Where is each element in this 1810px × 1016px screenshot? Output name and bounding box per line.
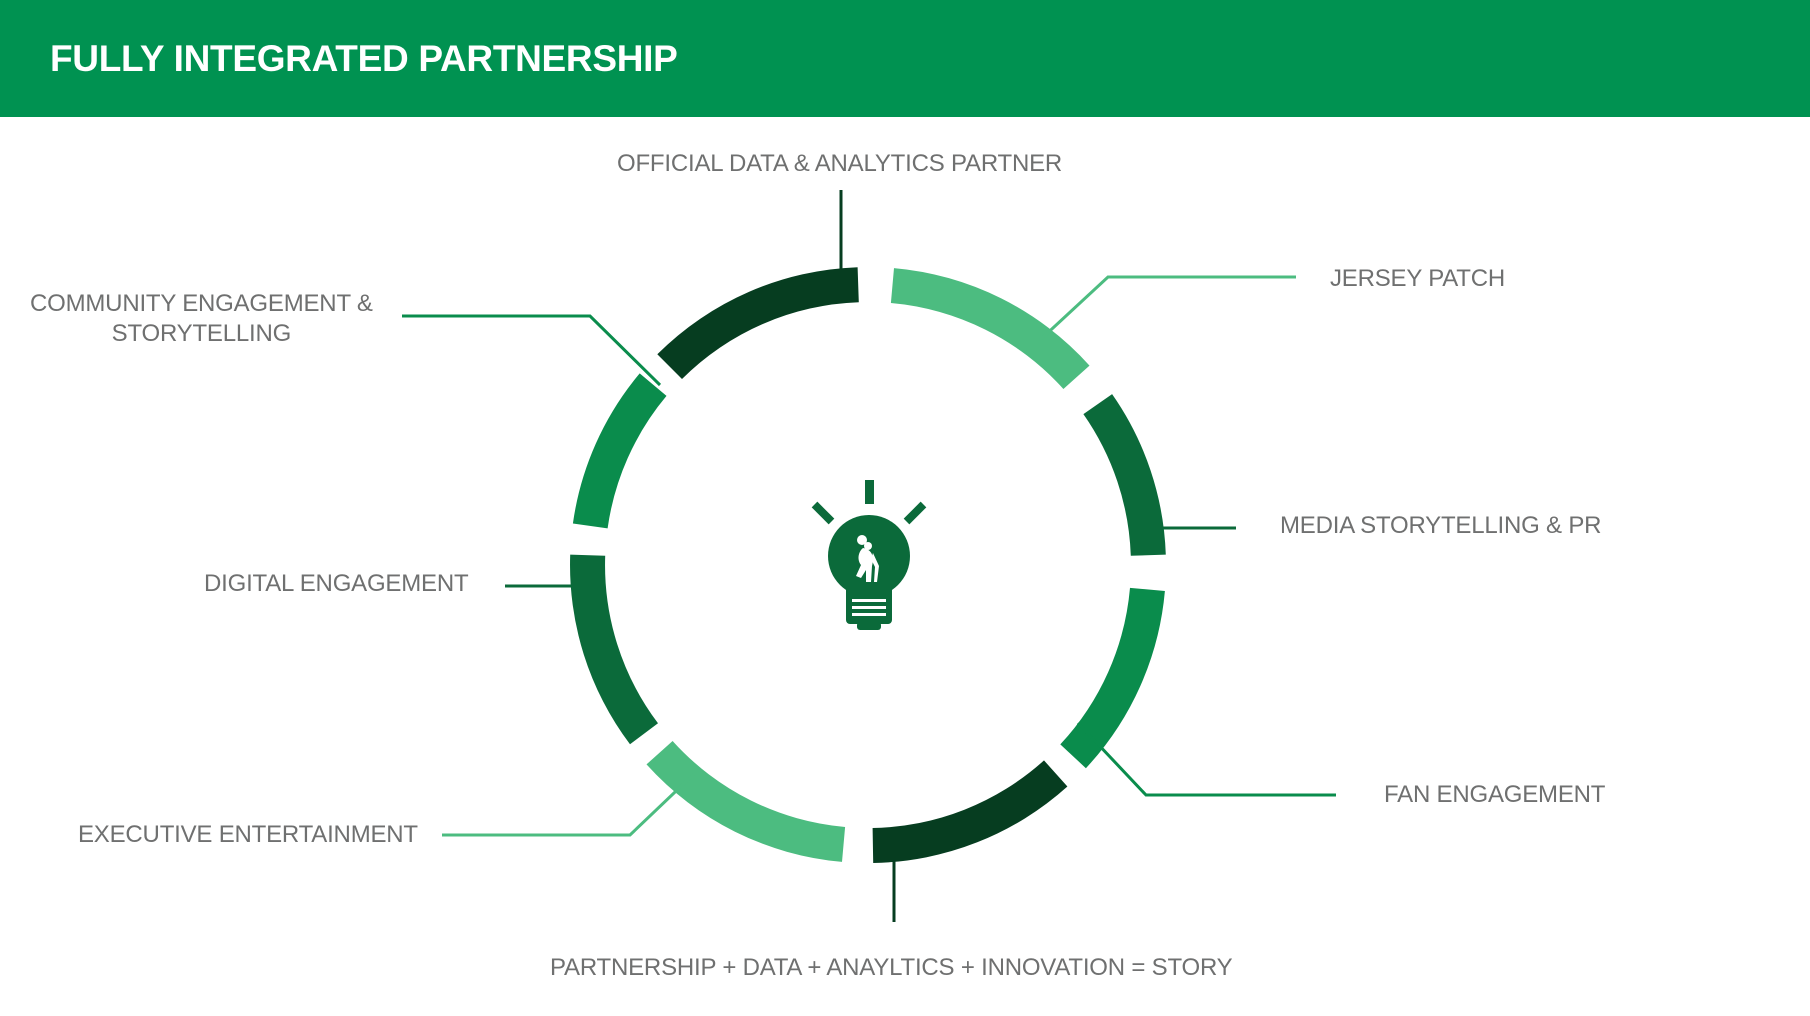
ring-segment-community xyxy=(572,373,667,529)
connector-community xyxy=(402,314,662,387)
ring-segment-story xyxy=(872,760,1068,863)
page-title: FULLY INTEGRATED PARTNERSHIP xyxy=(50,38,678,79)
connector-executive xyxy=(442,771,697,837)
bulb-ray-left xyxy=(811,501,835,525)
ring-segment-fan-engagement xyxy=(1060,587,1165,769)
label-official-data-analytics: OFFICIAL DATA & ANALYTICS PARTNER xyxy=(617,150,1063,177)
bulb-tip xyxy=(857,622,881,630)
ring-segment-digital xyxy=(570,554,658,745)
label-media-storytelling: MEDIA STORYTELLING & PR xyxy=(1280,512,1602,539)
label-jersey-patch: JERSEY PATCH xyxy=(1330,265,1505,292)
ring-segment-executive xyxy=(646,741,846,862)
bulb-ray-top xyxy=(865,480,874,504)
bulb-base-line-2 xyxy=(852,606,886,609)
bulb-base-line-3 xyxy=(852,613,886,616)
label-community-line-2: STORYTELLING xyxy=(111,320,292,347)
ring-segment-jersey-patch xyxy=(890,268,1090,389)
ring-segment-official-data xyxy=(657,267,859,379)
label-executive-entertainment: EXECUTIVE ENTERTAINMENT xyxy=(78,821,418,848)
bulb-ray-right xyxy=(903,501,927,525)
label-digital-engagement: DIGITAL ENGAGEMENT xyxy=(204,570,469,597)
bulb-base-line-1 xyxy=(852,599,886,602)
footer-equation: PARTNERSHIP + DATA + ANAYLTICS + INNOVAT… xyxy=(550,954,1233,981)
header-bar: FULLY INTEGRATED PARTNERSHIP xyxy=(0,0,1810,117)
connector-jersey-patch xyxy=(1038,275,1296,342)
label-community-line-1: COMMUNITY ENGAGEMENT & xyxy=(30,290,373,317)
connector-fan-engagement xyxy=(1076,721,1336,797)
lightbulb-with-player-icon xyxy=(811,480,927,630)
ring-segment-media xyxy=(1083,394,1166,556)
player-silhouette-icon xyxy=(856,535,879,582)
label-community-engagement: COMMUNITY ENGAGEMENT & STORYTELLING xyxy=(30,289,373,349)
label-fan-engagement: FAN ENGAGEMENT xyxy=(1384,781,1606,808)
